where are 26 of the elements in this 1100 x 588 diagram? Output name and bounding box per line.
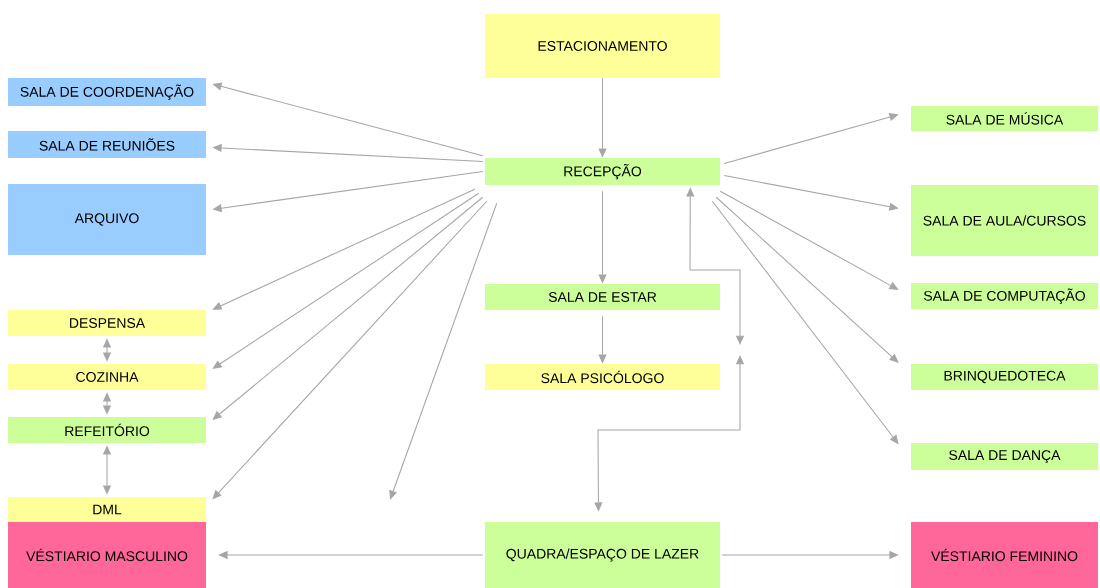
arrow bbox=[212, 188, 476, 310]
room-box: VÉSTIARIO MASCULINO bbox=[8, 522, 206, 588]
arrow bbox=[719, 190, 899, 290]
room-box: QUADRA/ESPAÇO DE LAZER bbox=[485, 522, 720, 588]
arrow bbox=[389, 202, 498, 500]
room-box: SALA DE DANÇA bbox=[911, 443, 1098, 470]
room-box: ESTACIONAMENTO bbox=[485, 14, 720, 78]
room-box: VÉSTIARIO FEMININO bbox=[911, 522, 1098, 588]
arrow bbox=[212, 192, 480, 369]
room-box: REFEITÓRIO bbox=[8, 417, 206, 443]
room-box: SALA PSICÓLOGO bbox=[485, 364, 720, 390]
room-box: SALA DE ESTAR bbox=[485, 284, 720, 310]
room-box: RECEPÇÃO bbox=[485, 158, 720, 185]
room-box: SALA DE COORDENAÇÃO bbox=[8, 78, 206, 106]
arrow bbox=[715, 196, 899, 363]
room-box: SALA DE AULA/CURSOS bbox=[911, 185, 1098, 256]
room-box: DESPENSA bbox=[8, 310, 206, 336]
room-box: SALA DE REUNIÕES bbox=[8, 131, 206, 158]
room-box: COZINHA bbox=[8, 364, 206, 390]
room-box: SALA DE COMPUTAÇÃO bbox=[911, 283, 1098, 309]
arrow bbox=[212, 196, 484, 420]
room-box: SALA DE MÚSICA bbox=[911, 106, 1098, 131]
arrow bbox=[212, 200, 488, 500]
room-box: ARQUIVO bbox=[8, 184, 206, 255]
room-box: BRINQUEDOTECA bbox=[911, 364, 1098, 390]
room-box: DML bbox=[8, 497, 206, 522]
